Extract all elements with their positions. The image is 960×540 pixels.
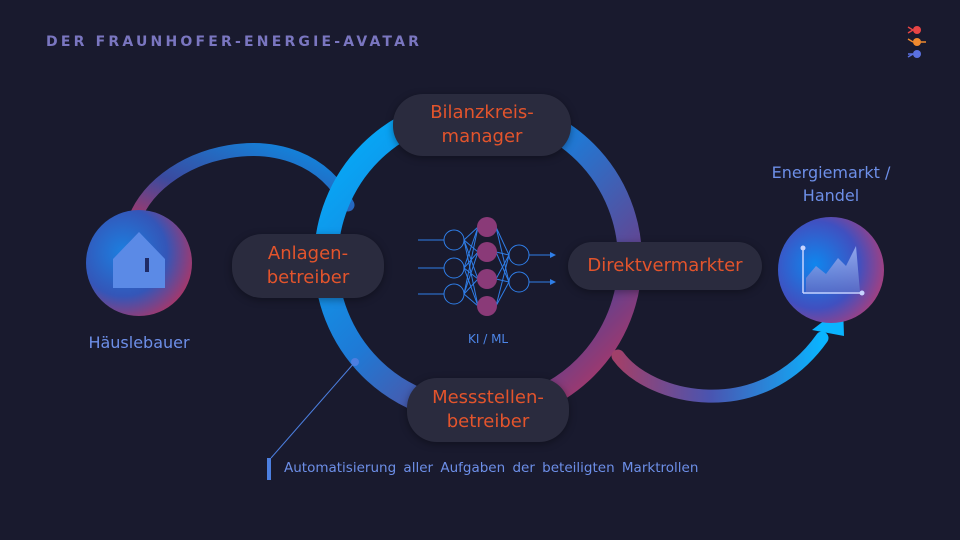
- role-label-line-1: Direktvermarkter: [587, 255, 743, 276]
- market-node: [778, 217, 884, 323]
- house-icon: [113, 232, 165, 288]
- house-label: Häuslebauer: [88, 333, 190, 352]
- role-messstellenbetreiber: Messstellen- betreiber: [407, 378, 569, 442]
- role-label-line-1: Anlagen-: [267, 243, 349, 264]
- market-label: Energiemarkt / Handel: [756, 161, 906, 207]
- market-label-line-1: Energiemarkt /: [771, 163, 891, 182]
- page-title: DER FRAUNHOFER-ENERGIE-AVATAR: [46, 34, 423, 50]
- role-direktvermarkter: Direktvermarkter: [568, 242, 762, 290]
- market-label-line-2: Handel: [802, 186, 860, 205]
- role-label-line-1: Messstellen-: [432, 387, 544, 408]
- ai-label: KI / ML: [468, 332, 509, 346]
- footer-pointer: [270, 358, 359, 459]
- role-label-line-1: Bilanzkreis-: [430, 102, 534, 123]
- right-connector-arc: [611, 331, 829, 403]
- market-chart-icon: [800, 245, 865, 296]
- left-connector-arc: [125, 143, 355, 235]
- role-label-line-2: betreiber: [266, 267, 350, 288]
- role-label-line-2: manager: [441, 126, 523, 147]
- role-anlagenbetreiber: Anlagen- betreiber: [232, 234, 384, 298]
- neural-network-icon: [418, 217, 556, 316]
- footer-marker: [267, 458, 271, 480]
- role-bilanzkreismanager: Bilanzkreis- manager: [393, 94, 571, 156]
- fraunhofer-logo-icon: [907, 26, 926, 58]
- footer-caption: Automatisierung aller Aufgaben der betei…: [284, 460, 699, 476]
- house-node: [86, 210, 192, 316]
- role-label-line-2: betreiber: [446, 411, 530, 432]
